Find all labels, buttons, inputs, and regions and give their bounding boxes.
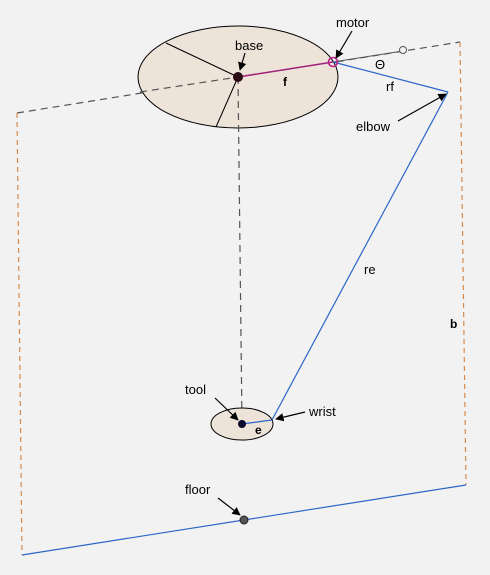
motor-point [327, 56, 339, 68]
label-elbow: elbow [356, 119, 391, 134]
right-frame-edge [459, 41, 467, 486]
theta-reference-point [399, 46, 407, 54]
left-frame-edge [16, 112, 23, 556]
base-spoke-1 [165, 42, 239, 78]
label-tool: tool [185, 382, 206, 397]
top-plane-line-overlay-2 [332, 50, 404, 63]
segment-f [237, 61, 334, 78]
base-point [233, 72, 243, 82]
segment-e [241, 419, 273, 425]
center-axis-line [237, 76, 243, 425]
arrow-floor [217, 497, 241, 516]
arrow-wrist [275, 411, 306, 422]
label-theta: Θ [375, 57, 385, 72]
label-base: base [235, 38, 263, 53]
top-plane-line-overlay [139, 76, 239, 93]
label-rf: rf [386, 79, 394, 94]
base-spoke-2 [215, 76, 239, 128]
arm-re [271, 91, 449, 421]
label-e: e [255, 423, 262, 437]
arm-rf [332, 61, 449, 93]
label-wrist: wrist [308, 404, 336, 419]
label-re: re [364, 262, 376, 277]
floor-point [239, 515, 249, 525]
tool-point [238, 420, 246, 428]
arrow-motor [335, 30, 353, 59]
arrow-base [238, 52, 247, 71]
arrow-elbow [397, 93, 447, 122]
label-f: f [283, 75, 288, 89]
label-motor: motor [336, 15, 370, 30]
label-floor: floor [185, 482, 211, 497]
label-b: b [450, 317, 457, 331]
arrow-tool [214, 397, 239, 421]
